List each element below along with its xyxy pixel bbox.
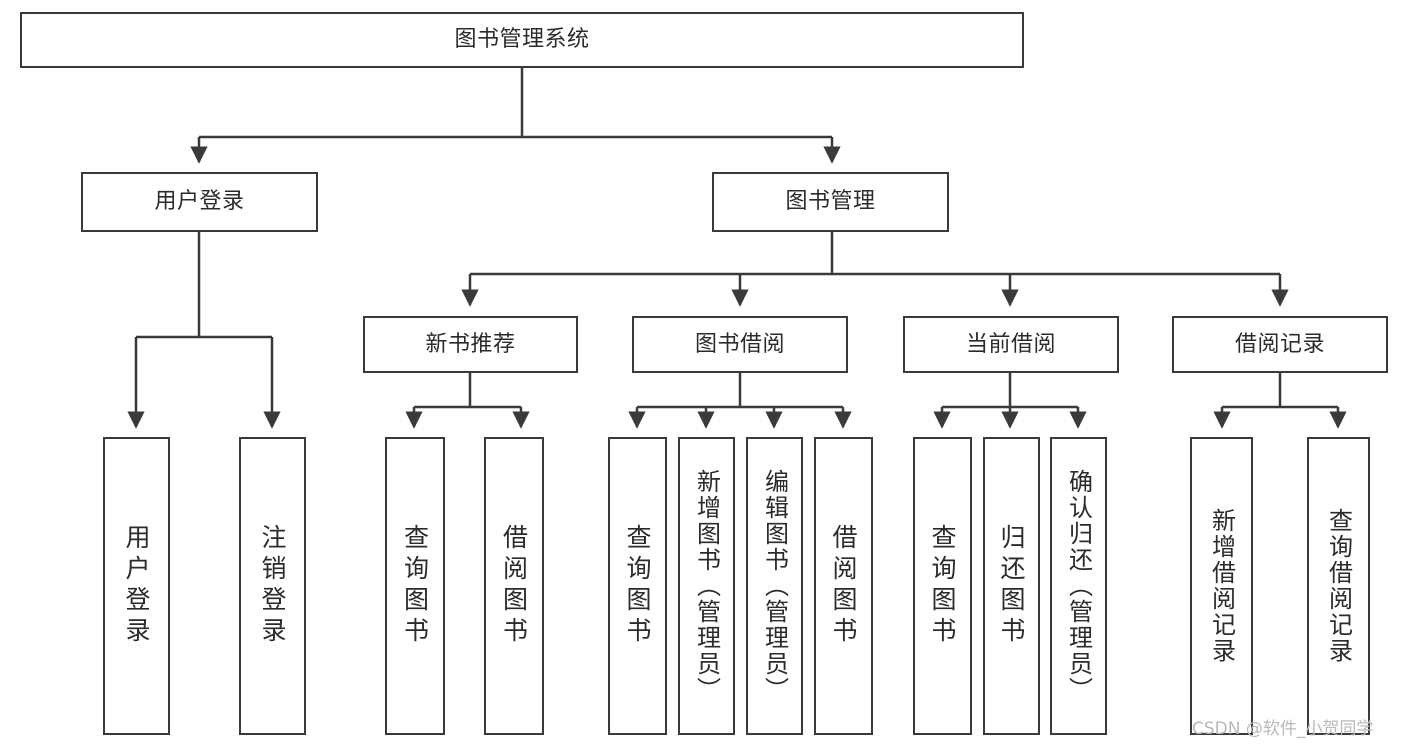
node-label: 查询借阅记录: [1324, 508, 1353, 664]
node-label: 新书推荐: [425, 331, 516, 357]
leaf-return-book[interactable]: 归还图书: [983, 437, 1040, 735]
node-label: 查询图书: [928, 524, 957, 648]
node-label: 查询图书: [623, 524, 652, 648]
node-current-borrow[interactable]: 当前借阅: [903, 316, 1119, 373]
node-label: 用户登录: [154, 189, 245, 215]
node-label: 图书管理系统: [454, 27, 590, 53]
node-label: 借阅图书: [829, 524, 858, 648]
csdn-watermark: CSDN @软件_小贺同学: [1192, 719, 1374, 739]
node-label: 新增借阅记录: [1207, 508, 1236, 664]
leaf-logout[interactable]: 注销登录: [239, 437, 306, 735]
node-root-system[interactable]: 图书管理系统: [20, 12, 1024, 68]
leaf-query-book-current[interactable]: 查询图书: [913, 437, 972, 735]
leaf-query-book-recommend[interactable]: 查询图书: [385, 437, 445, 735]
node-label: 查询图书: [400, 524, 430, 648]
leaf-query-borrow-record[interactable]: 查询借阅记录: [1307, 437, 1370, 735]
leaf-borrow-book[interactable]: 借阅图书: [814, 437, 873, 735]
node-borrow-record[interactable]: 借阅记录: [1172, 316, 1388, 373]
node-label: 编辑图书（管理员）: [760, 469, 789, 703]
leaf-edit-book-admin[interactable]: 编辑图书（管理员）: [746, 437, 803, 735]
node-book-management[interactable]: 图书管理: [712, 172, 949, 232]
node-label: 图书借阅: [694, 331, 785, 357]
leaf-confirm-return-admin[interactable]: 确认归还（管理员）: [1050, 437, 1107, 735]
node-label: 借阅记录: [1234, 331, 1325, 357]
node-user-login[interactable]: 用户登录: [81, 172, 318, 232]
leaf-borrow-book-recommend[interactable]: 借阅图书: [484, 437, 544, 735]
node-label: 借阅图书: [499, 524, 529, 648]
node-label: 注销登录: [258, 524, 287, 648]
leaf-add-book-admin[interactable]: 新增图书（管理员）: [678, 437, 735, 735]
leaf-add-borrow-record[interactable]: 新增借阅记录: [1190, 437, 1253, 735]
node-label: 确认归还（管理员）: [1064, 469, 1093, 703]
node-book-borrow[interactable]: 图书借阅: [632, 316, 848, 373]
leaf-user-login[interactable]: 用户登录: [103, 437, 170, 735]
node-label: 归还图书: [997, 524, 1026, 648]
node-label: 用户登录: [122, 524, 151, 648]
node-label: 图书管理: [785, 189, 876, 215]
leaf-query-book-borrow[interactable]: 查询图书: [608, 437, 667, 735]
node-new-book-recommend[interactable]: 新书推荐: [363, 316, 578, 373]
node-label: 新增图书（管理员）: [692, 469, 721, 703]
node-label: 当前借阅: [965, 331, 1056, 357]
